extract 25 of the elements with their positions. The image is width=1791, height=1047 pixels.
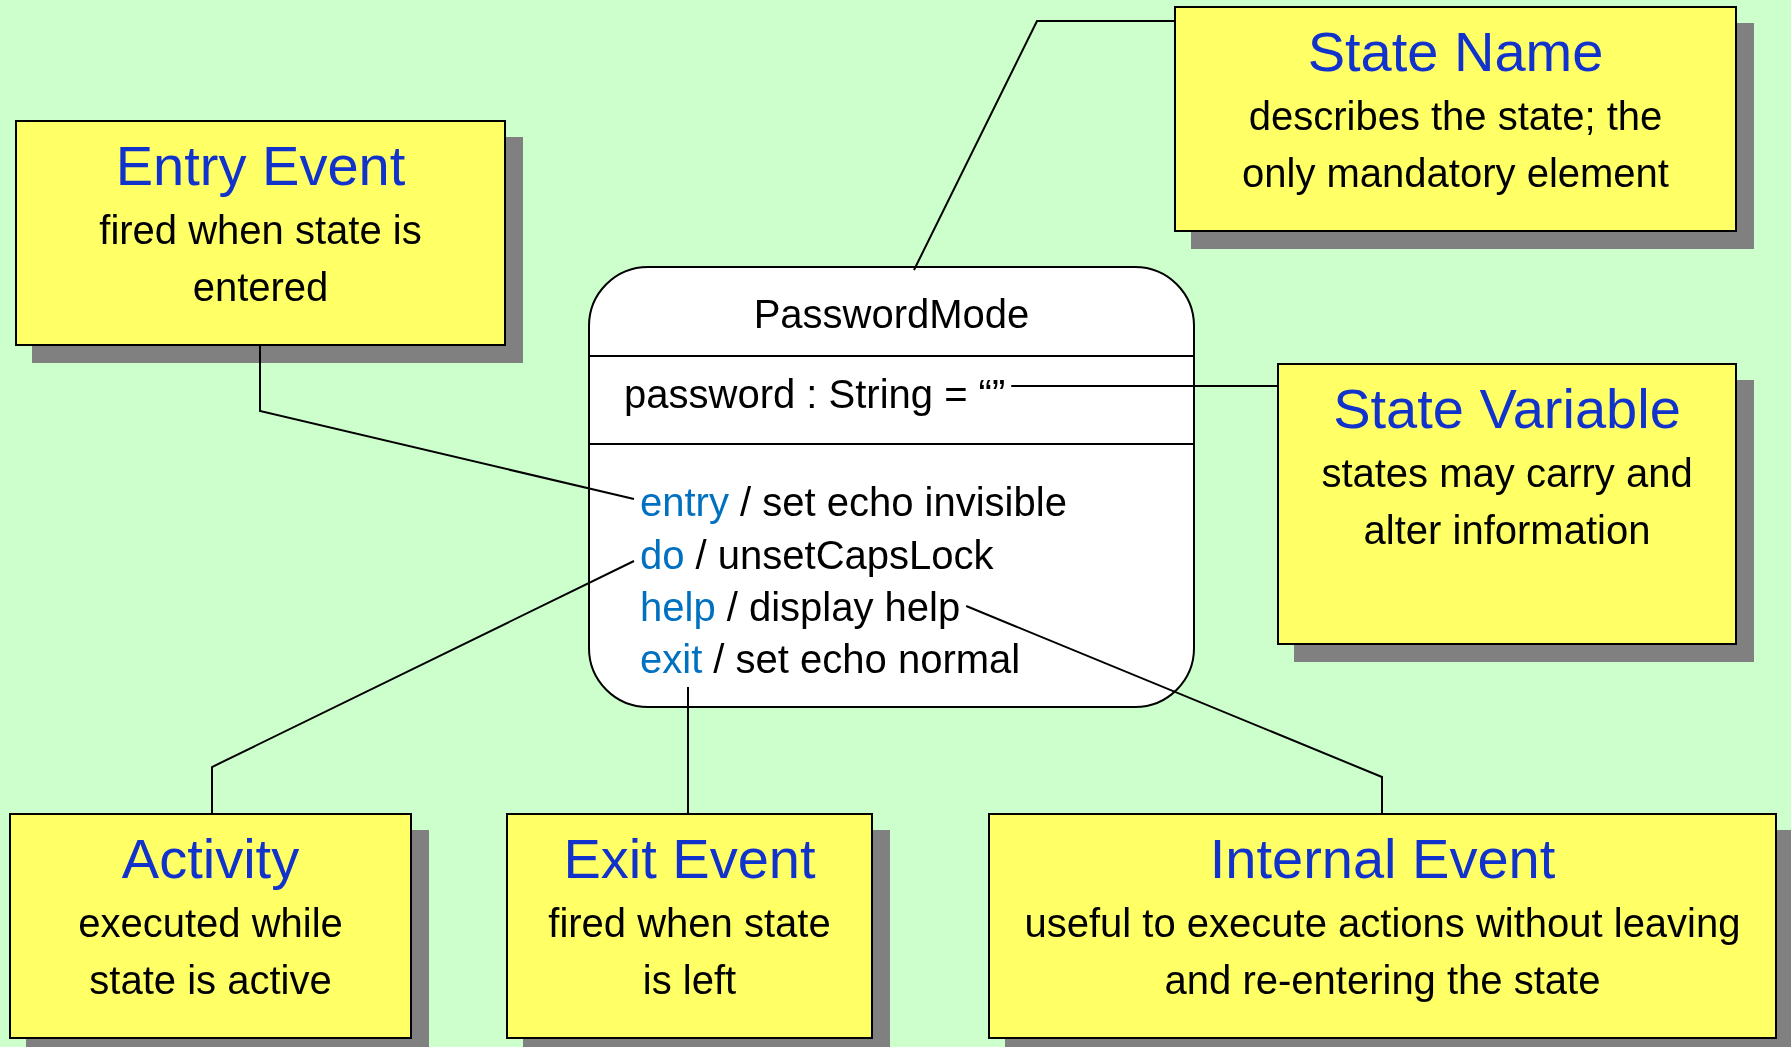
callout-text: describes the state; the only mandatory element [1241, 93, 1670, 197]
callout-title: Exit Event [562, 827, 817, 891]
leader-line [913, 20, 1175, 271]
state-compartment-text: password : String = “” [624, 368, 1006, 420]
callout-title: Activity [120, 827, 301, 891]
callout-text: fired when state is entered [98, 207, 423, 311]
state-compartment-text: entry / set echo invisible [640, 476, 1067, 528]
state-compartment-text: exit / set echo normal [640, 633, 1021, 685]
callout-text: states may carry and alter information [1320, 450, 1694, 554]
callout-title: State Variable [1332, 377, 1682, 441]
callout-text: useful to execute actions without leaving and re-entering the state [1024, 900, 1741, 1004]
state-name: PasswordMode [752, 291, 1031, 338]
leader-line [687, 686, 689, 814]
leader-line [965, 605, 1383, 814]
state-box [588, 266, 1195, 708]
callout-text: executed while state is active [77, 900, 344, 1004]
leader-line [211, 560, 635, 814]
callout-title: Entry Event [114, 134, 407, 198]
leader-line [1010, 385, 1278, 387]
callout-title: Internal Event [1208, 827, 1557, 891]
callout-text: fired when state is left [547, 900, 832, 1004]
leader-line [259, 345, 635, 500]
state-compartment-text: do / unsetCapsLock [640, 529, 994, 581]
state-compartment-text: help / display help [640, 581, 961, 633]
callout-title: State Name [1306, 20, 1605, 84]
